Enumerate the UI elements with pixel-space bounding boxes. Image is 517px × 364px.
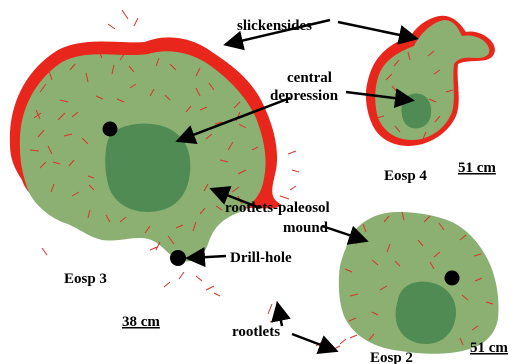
- eosp2-name: Eosp 2: [370, 350, 413, 364]
- eosp2-specimen: [339, 212, 499, 354]
- rootlets-paleosol-label-line1: rootlets-paleosol: [225, 200, 330, 216]
- drill-hole-marker: [170, 250, 186, 266]
- eosp2-central-depression: [396, 282, 456, 344]
- slickensides-label: slickensides: [237, 18, 312, 34]
- eosp3-scale: 38 cm: [122, 314, 160, 330]
- eosp2-scale: 51 cm: [470, 340, 508, 356]
- central-depression-label-line1: central: [287, 70, 332, 86]
- rootlets-paleosol-label-line2: mound: [283, 220, 329, 236]
- arrow-slickensides-to-eosp4: [338, 22, 414, 38]
- drill-hole-label: Drill-hole: [230, 250, 292, 266]
- eosp3-drill-hole-dot: [103, 122, 118, 137]
- eosp4-mound: [375, 20, 489, 140]
- eosp3-specimen: [10, 37, 282, 261]
- eosp4-name: Eosp 4: [384, 168, 427, 184]
- eosp4-specimen: [366, 16, 495, 146]
- central-depression-label-line2: depression: [270, 88, 339, 104]
- arrow-rootlets-down: [292, 334, 334, 350]
- eosp3-name: Eosp 3: [64, 271, 107, 287]
- eosp4-scale: 51 cm: [458, 160, 496, 176]
- eosp2-drill-hole-dot: [445, 271, 460, 286]
- eosp3-central-depression: [105, 124, 190, 212]
- rootlets-label: rootlets: [232, 324, 280, 340]
